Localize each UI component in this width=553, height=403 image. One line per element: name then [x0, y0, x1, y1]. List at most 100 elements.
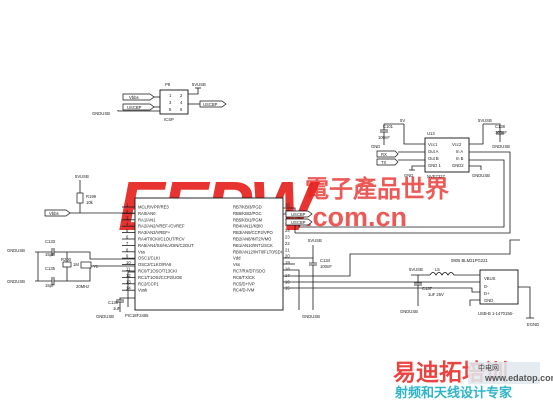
r199-resistor: [76, 192, 84, 204]
mcu-right-pin-number: 20: [285, 254, 290, 259]
svg-text:USCBP: USCBP: [127, 105, 142, 110]
mcu-right-pin-number: 17: [285, 273, 290, 278]
mcu-right-pin-number: 21: [285, 247, 290, 252]
mcu-left-pin-number: 4: [126, 222, 129, 227]
mcu-right-pin-label: RC7/RX/DT/SDO: [233, 269, 266, 274]
mcu-left-pin-number: 5: [126, 228, 129, 233]
mcu-left-pin-number: 3: [126, 215, 129, 220]
svg-text:R200: R200: [61, 257, 72, 262]
svg-text:GNDUSB: GNDUSB: [7, 279, 25, 284]
svg-text:100nF: 100nF: [320, 264, 332, 269]
mcu-left-pin-label: OSC2/CLKO/RA6: [138, 262, 172, 267]
mcu-right-pin-label: RB2/AN8/INT2/VMO: [233, 237, 272, 242]
svg-text:EGND: EGND: [527, 322, 539, 327]
uscbp-flag-right: [199, 100, 227, 108]
svg-text:Out A: Out A: [428, 149, 439, 154]
mcu-left-pin-label: RA4/T0CKI/C1OUT/RCV: [138, 237, 185, 242]
svg-text:GNDUSB: GNDUSB: [472, 173, 490, 178]
u13-name: NVE7327: [427, 174, 446, 179]
edatop-site-url: www.edatop.com: [484, 373, 553, 383]
mcu-left-pin-label: RC0/T1OSO/T13CKI: [138, 269, 177, 274]
rx-flag: [376, 150, 399, 158]
svg-text:5V: 5V: [400, 118, 405, 123]
svg-text:GNDUSB: GNDUSB: [92, 111, 110, 116]
mcu-right-pin-label: Vdd: [233, 256, 241, 261]
mcu-left-pin-label: RA1/AN1: [138, 217, 156, 222]
mcu-right-pin-label: RB3/AN9/CCP2/VPO: [233, 230, 274, 235]
svg-text:1M: 1M: [73, 262, 79, 267]
u13-ref: U13: [427, 131, 435, 136]
svg-text:RX: RX: [381, 152, 387, 157]
svg-text:GNDUSB: GNDUSB: [492, 144, 510, 149]
mcu-left-pin-label: MCLR/VPP/RE3: [138, 205, 169, 210]
mcu-right-pin-label: RB6/KBI2/PGC: [233, 211, 262, 216]
mcu-right-pin-label: RB7/KBI3/PGD: [233, 205, 262, 210]
mcu-right-pin-label: RB1/AN10/INT1/SCK: [233, 243, 273, 248]
mcu-right-pin-number: 28: [285, 203, 290, 208]
svg-text:In A: In A: [456, 149, 463, 154]
svg-text:Vcc2: Vcc2: [452, 142, 462, 147]
mcu-left-pin-label: RA2/AN2/VREF-/CVREF: [138, 224, 185, 229]
svg-text:Vcc1: Vcc1: [428, 142, 438, 147]
mcu-left-pin-number: 6: [126, 235, 129, 240]
mcu-reset-circuit: 5VUSB R199 10k Vbbs: [44, 174, 135, 217]
icsp-body: [159, 89, 189, 115]
svg-text:20MHz: 20MHz: [76, 284, 89, 289]
svg-text:USCBP: USCBP: [203, 102, 218, 107]
mcu-name: PIC18F2455: [125, 313, 149, 318]
inductor-ref: L5: [435, 267, 440, 272]
mcu-left-pin-label: RC2/CCP1: [138, 281, 159, 286]
svg-text:6: 6: [180, 107, 183, 112]
svg-text:GNDUSB: GNDUSB: [302, 314, 320, 319]
edatop-tagline: 射频和天线设计专家: [394, 385, 513, 401]
svg-text:Out B: Out B: [428, 156, 439, 161]
mcu-pic18f2455: PIC18F2455: [125, 197, 284, 318]
mcu-right-pin-label: Vss: [233, 262, 240, 267]
uscbp-flag-left: [122, 103, 155, 111]
svg-text:5VUSB: 5VUSB: [409, 267, 423, 272]
svg-text:GNDUSB: GNDUSB: [400, 309, 418, 314]
mcu-right-pin-number: 19: [285, 260, 290, 265]
svg-text:Vbbs: Vbbs: [129, 95, 139, 100]
svg-text:1: 1: [169, 93, 172, 98]
mcu-right-pin-number: 23: [285, 235, 290, 240]
svg-text:2: 2: [180, 93, 183, 98]
svg-text:D+: D+: [484, 291, 490, 296]
mcu-right-pin-label: RB5/KBI1/PGM: [233, 217, 263, 222]
crystal-circuit: C133 15pF GNDUSB C135 15pF GNDUSB R200 1…: [7, 239, 135, 319]
r200-resistor: [62, 261, 72, 268]
svg-text:GNDUSB: GNDUSB: [96, 314, 114, 319]
svg-text:TX: TX: [381, 160, 387, 165]
svg-text:D-: D-: [484, 284, 489, 289]
svg-text:GNDUSB: GNDUSB: [7, 248, 25, 253]
mcu-left-pin-label: RA5/AN4/SS/HLVDIN/C2OUT: [138, 243, 194, 248]
svg-text:C101: C101: [383, 124, 394, 129]
svg-text:100nF: 100nF: [495, 130, 507, 135]
svg-text:4: 4: [180, 100, 183, 105]
mcu-right-pin-label: RB0/AN12/INT0/FLT0/SDI: [233, 249, 282, 254]
mcu-vbbs-flag: [44, 209, 71, 217]
mcu-uscbp-flag-1: [285, 210, 313, 218]
svg-text:C133: C133: [45, 239, 56, 244]
mcu-pins: MCLR/VPP/RE31RA0/AN02RA1/AN13RA2/AN2/VRE…: [122, 203, 290, 293]
usb-section: 0805 BLM21PG221 L5 5VUSB C137 1uF 25V GN…: [283, 239, 539, 327]
mcu-left-pin-number: 2: [126, 209, 129, 214]
svg-text:5VUSB: 5VUSB: [308, 238, 322, 243]
svg-text:GND: GND: [484, 298, 493, 303]
mcu-right-pin-label: RB4/AN11/KBI0: [233, 224, 263, 229]
mcu-power: 5VUSB C134 100nF GNDUSB USCBP USCBP: [283, 207, 332, 319]
mcu-left-pin-number: 1: [126, 203, 129, 208]
mcu-left-pin-number: 9: [126, 254, 129, 259]
vbbs-flag: [122, 93, 155, 101]
u13-body: [424, 137, 470, 173]
mcu-right-pin-label: RC5/D+/VP: [233, 281, 255, 286]
mcu-left-pin-label: RC1/T1OSI/CCP2/UOE: [138, 275, 182, 280]
usb-connector-name: USB-B 1-1470156-: [478, 311, 514, 316]
crystal-y1: [80, 261, 92, 269]
isolator-u13: U13 Vcc1 Out A Out B GND 1 Vcc2 In A In …: [295, 118, 511, 234]
svg-text:R199: R199: [86, 194, 97, 199]
svg-text:5VUSB: 5VUSB: [75, 174, 89, 179]
mcu-right-pin-number: 22: [285, 241, 290, 246]
svg-text:5VUSB: 5VUSB: [192, 82, 206, 87]
mcu-left-pin-label: OSC1/CLKI: [138, 256, 160, 261]
